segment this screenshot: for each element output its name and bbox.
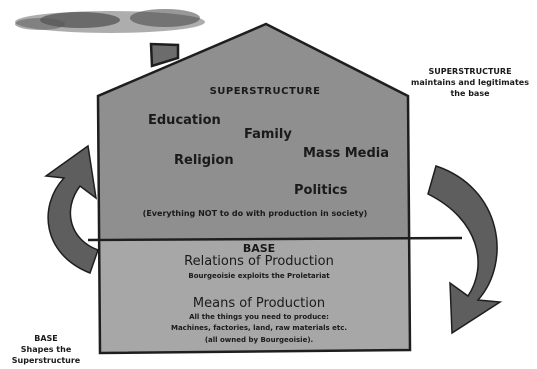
means-note-line-2: Machines, factories, land, raw materials… bbox=[170, 324, 348, 332]
right-curved-arrow bbox=[427, 165, 503, 335]
superstructure-area bbox=[98, 24, 410, 240]
institution-religion: Religion bbox=[174, 153, 234, 168]
institution-education: Education bbox=[148, 113, 221, 128]
means-note-line-3: (all owned by Bourgeoisie). bbox=[204, 336, 314, 344]
right-label-line-2: maintains and legitimates bbox=[411, 78, 529, 87]
chimney-smoke bbox=[15, 9, 205, 33]
means-note-line-1: All the things you need to produce: bbox=[189, 313, 329, 321]
base-area bbox=[98, 238, 410, 353]
institution-politics: Politics bbox=[294, 183, 348, 198]
left-curved-arrow bbox=[43, 144, 99, 274]
left-label-line-3: Superstructure bbox=[11, 356, 81, 365]
means-of-production-heading: Means of Production bbox=[192, 296, 326, 311]
base-title: BASE bbox=[242, 242, 276, 255]
institution-mass-media: Mass Media bbox=[303, 146, 389, 161]
right-label-line-1: SUPERSTRUCTURE bbox=[428, 67, 512, 76]
left-label-line-2: Shapes the bbox=[20, 345, 72, 354]
superstructure-title: SUPERSTRUCTURE bbox=[209, 86, 321, 97]
institution-family: Family bbox=[244, 127, 292, 142]
chimney bbox=[149, 42, 180, 68]
left-label-line-1: BASE bbox=[34, 334, 58, 343]
relations-of-production-heading: Relations of Production bbox=[184, 254, 334, 269]
divider-line bbox=[87, 236, 463, 242]
superstructure-note: (Everything NOT to do with production in… bbox=[142, 209, 368, 218]
right-label-line-3: the base bbox=[450, 89, 490, 98]
house-outline bbox=[96, 22, 412, 355]
relations-of-production-note: Bourgeoisie exploits the Proletariat bbox=[188, 272, 330, 280]
